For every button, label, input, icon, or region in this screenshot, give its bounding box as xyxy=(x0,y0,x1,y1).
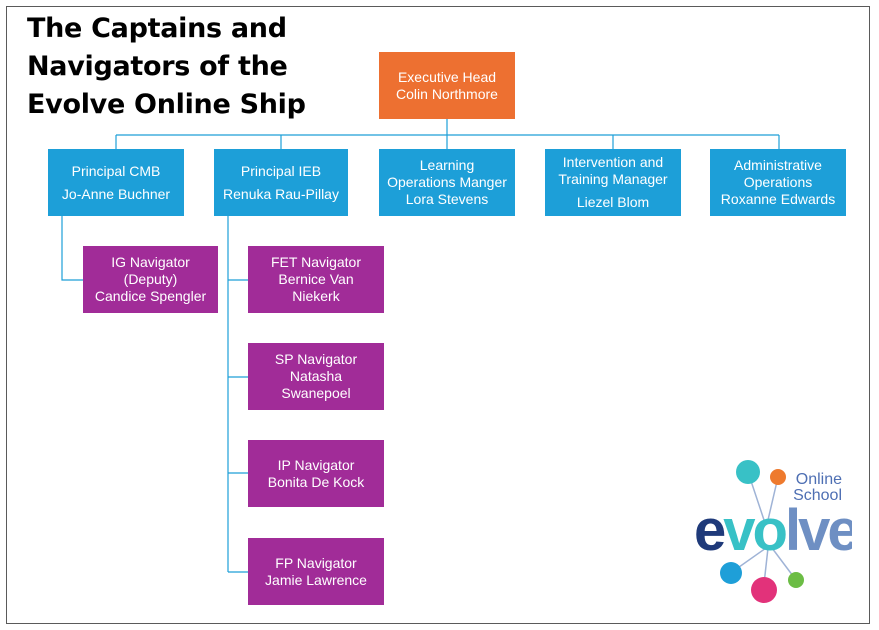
fp-navigator-name: Jamie Lawrence xyxy=(265,571,367,588)
principal-ieb-name: Renuka Rau-Pillay xyxy=(223,185,339,202)
intervention-name: Liezel Blom xyxy=(576,194,650,210)
admin-ops-line-2: Operations xyxy=(743,174,813,190)
fp-navigator-box: FP Navigator Jamie Lawrence xyxy=(248,538,384,605)
intervention-box: Intervention and Training Manager Liezel… xyxy=(545,149,681,216)
intervention-line-2: Training Manager xyxy=(558,171,668,187)
fp-navigator-title: FP Navigator xyxy=(275,554,357,571)
logo-dot-orange-top xyxy=(770,469,786,485)
principal-ieb-title: Principal IEB xyxy=(240,162,322,179)
fet-navigator-title: FET Navigator xyxy=(271,254,361,270)
ig-navigator-box: IG Navigator (Deputy) Candice Spengler xyxy=(83,246,218,313)
admin-ops-box: Administrative Operations Roxanne Edward… xyxy=(710,149,846,216)
fet-navigator-name-1: Bernice Van xyxy=(278,271,354,287)
logo-dot-pink-bottom xyxy=(751,577,777,603)
logo-tagline-online: Online xyxy=(796,471,842,488)
learning-ops-line-1: Learning xyxy=(419,157,475,173)
ig-navigator-name: Candice Spengler xyxy=(94,288,207,304)
evolve-online-school-logo: Online School evolve xyxy=(694,460,852,603)
principal-cmb-box: Principal CMB Jo-Anne Buchner xyxy=(48,149,184,216)
logo-dot-blue-bottom xyxy=(720,562,742,584)
logo-dot-teal-top xyxy=(736,460,760,484)
admin-ops-line-1: Administrative xyxy=(734,157,822,173)
sp-navigator-title: SP Navigator xyxy=(274,351,358,367)
learning-ops-name: Lora Stevens xyxy=(405,191,489,207)
ig-navigator-title: IG Navigator xyxy=(111,254,190,270)
intervention-line-1: Intervention and xyxy=(562,154,664,170)
ip-navigator-name: Bonita De Kock xyxy=(267,473,365,490)
fet-navigator-box: FET Navigator Bernice Van Niekerk xyxy=(248,246,384,313)
executive-head-box: Executive Head Colin Northmore xyxy=(379,52,515,119)
connector-cmb-trunk xyxy=(61,216,83,281)
title-line-3: Evolve Online Ship xyxy=(27,89,306,120)
sp-navigator-name-2: Swanepoel xyxy=(281,385,351,401)
principal-ieb-box: Principal IEB Renuka Rau-Pillay xyxy=(214,149,348,216)
learning-ops-line-2: Operations Manger xyxy=(387,174,507,190)
title-line-1: The Captains and xyxy=(27,13,287,44)
logo-tagline-school: School xyxy=(793,487,842,504)
admin-ops-name: Roxanne Edwards xyxy=(720,191,836,207)
executive-title: Executive Head xyxy=(397,68,497,85)
sp-navigator-name-1: Natasha xyxy=(289,368,343,384)
fet-navigator-name-2: Niekerk xyxy=(292,288,340,304)
title-line-2: Navigators of the xyxy=(27,51,288,82)
principal-cmb-name: Jo-Anne Buchner xyxy=(61,185,171,202)
logo-wordmark: evolve xyxy=(694,498,852,563)
page-title: The Captains and Navigators of the Evolv… xyxy=(27,10,327,124)
ig-navigator-role: (Deputy) xyxy=(123,271,178,287)
ip-navigator-title: IP Navigator xyxy=(277,456,355,473)
ip-navigator-box: IP Navigator Bonita De Kock xyxy=(248,440,384,507)
logo-dot-green-bottom xyxy=(788,572,804,588)
sp-navigator-box: SP Navigator Natasha Swanepoel xyxy=(248,343,384,410)
learning-ops-box: Learning Operations Manger Lora Stevens xyxy=(379,149,515,216)
executive-name: Colin Northmore xyxy=(396,85,498,102)
principal-cmb-title: Principal CMB xyxy=(71,162,161,179)
